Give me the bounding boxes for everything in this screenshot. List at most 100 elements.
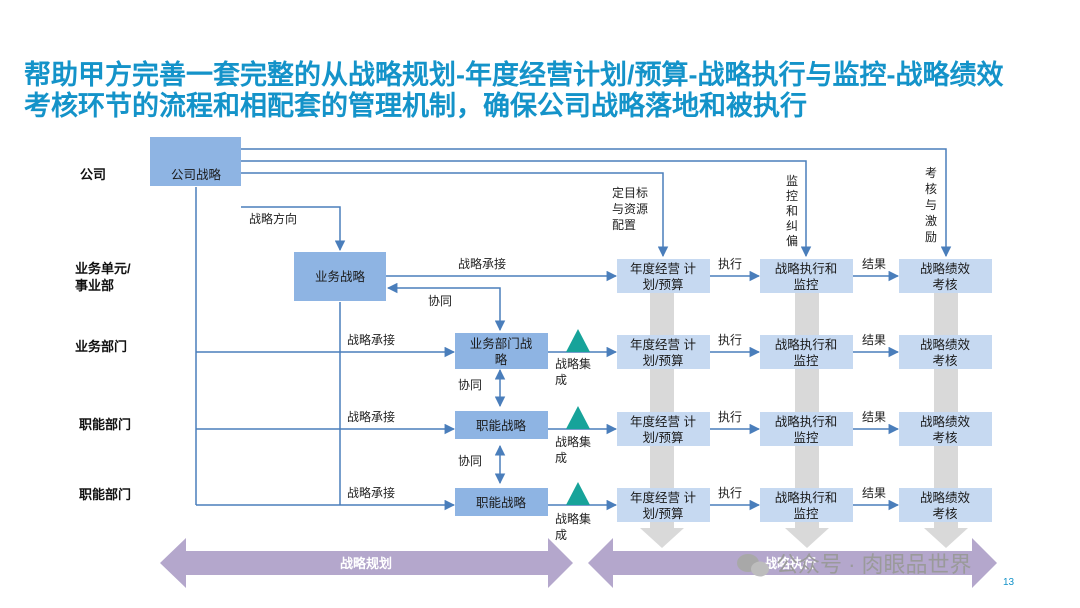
page-number: 13 bbox=[1003, 577, 1015, 588]
review-box-bu-2: 考核 bbox=[932, 278, 958, 292]
box-company-strategy: 公司战略 bbox=[150, 137, 241, 186]
watermark-text: 公众号 · 肉眼品世界 bbox=[776, 552, 972, 577]
banner-execution bbox=[588, 538, 997, 588]
label-result-func1: 结果 bbox=[862, 410, 886, 424]
label-target-3: 配置 bbox=[612, 218, 636, 232]
plan-box-dept-1: 年度经营 计 bbox=[630, 337, 696, 352]
label-review-2: 核 bbox=[925, 182, 937, 196]
box-dept-strategy-label-1: 业务部门战 bbox=[470, 336, 533, 351]
label-monitor-4: 纠 bbox=[786, 219, 798, 233]
plan-box-dept-2: 划/预算 bbox=[643, 353, 684, 368]
row-labels: 公司 业务单元/ 事业部 业务部门 职能部门 职能部门 bbox=[75, 167, 131, 502]
triangle-dept bbox=[566, 329, 590, 352]
label-execute-dept: 执行 bbox=[718, 333, 742, 347]
title-line-2: 考核环节的流程和相配套的管理机制，确保公司战略落地和被执行 bbox=[24, 91, 807, 121]
banner-execution-label: 战略执行 bbox=[764, 556, 816, 571]
box-dept-strategy-label-2: 略 bbox=[495, 352, 508, 367]
exec-box-dept-1: 战略执行和 bbox=[775, 337, 838, 352]
exec-box-bu-1: 战略执行和 bbox=[775, 261, 838, 276]
label-execute-func1: 执行 bbox=[718, 410, 742, 424]
label-monitor-3: 和 bbox=[786, 204, 798, 218]
label-integrate-func1-2: 成 bbox=[555, 451, 567, 465]
label-direction: 战略方向 bbox=[249, 211, 297, 226]
label-inherit-func2: 战略承接 bbox=[347, 485, 395, 500]
box-func-strategy-2: 职能战略 bbox=[455, 488, 548, 516]
review-box-dept-1: 战略绩效 bbox=[920, 337, 971, 352]
watermark: 公众号 · 肉眼品世界 bbox=[737, 552, 972, 577]
plan-box-func2-1: 年度经营 计 bbox=[630, 490, 696, 505]
label-coordinate-dept: 协同 bbox=[458, 377, 482, 392]
line-bu-dept-coordinate bbox=[386, 282, 506, 332]
label-monitor-2: 控 bbox=[786, 189, 798, 203]
line-company-to-exec bbox=[241, 160, 812, 258]
triangle-func2 bbox=[566, 482, 590, 505]
exec-box-func2-1: 战略执行和 bbox=[775, 490, 838, 505]
review-box-func2-1: 战略绩效 bbox=[920, 490, 971, 505]
box-company-strategy-label: 公司战略 bbox=[171, 167, 222, 182]
box-dept-strategy: 业务部门战 略 bbox=[455, 333, 548, 369]
review-box-func1-2: 考核 bbox=[932, 431, 958, 445]
label-integrate-dept-1: 战略集 bbox=[555, 356, 591, 371]
label-result-dept: 结果 bbox=[862, 333, 886, 347]
box-func-strategy-2-label: 职能战略 bbox=[476, 495, 527, 510]
label-review-1: 考 bbox=[925, 166, 937, 180]
row-label-bu-2: 事业部 bbox=[75, 278, 114, 293]
label-integrate-func2-1: 战略集 bbox=[555, 511, 591, 526]
phase-banners: 战略规划 战略执行 bbox=[160, 538, 997, 588]
row-label-func-2: 职能部门 bbox=[79, 487, 131, 502]
box-bu-strategy-label: 业务战略 bbox=[315, 269, 366, 284]
box-bu-strategy: 业务战略 bbox=[294, 252, 386, 301]
title-line-1: 帮助甲方完善一套完整的从战略规划-年度经营计划/预算-战略执行与监控-战略绩效 bbox=[24, 60, 1004, 90]
banner-planning bbox=[160, 538, 573, 588]
exec-box-func1-1: 战略执行和 bbox=[775, 414, 838, 429]
plan-box-bu-2: 划/预算 bbox=[643, 277, 684, 292]
review-box-func1-1: 战略绩效 bbox=[920, 414, 971, 429]
label-monitor-5: 偏 bbox=[786, 233, 798, 248]
flow-labels: 战略方向 战略承接 协同 战略承接 战略承接 战略承接 协同 协同 战略集 成 … bbox=[249, 166, 937, 542]
plan-box-func1-2: 划/预算 bbox=[643, 430, 684, 445]
integration-triangles bbox=[566, 329, 590, 505]
wechat-icon bbox=[737, 554, 769, 577]
plan-box-func1-1: 年度经营 计 bbox=[630, 414, 696, 429]
banner-planning-label: 战略规划 bbox=[340, 556, 392, 571]
label-target-1: 定目标 bbox=[612, 185, 648, 200]
exec-box-dept-2: 监控 bbox=[793, 354, 819, 368]
row-label-func-1: 职能部门 bbox=[79, 417, 131, 432]
label-coordinate-bu: 协同 bbox=[428, 293, 452, 308]
row-label-company: 公司 bbox=[80, 167, 106, 182]
label-execute-bu: 执行 bbox=[718, 257, 742, 271]
label-review-4: 激 bbox=[925, 214, 937, 228]
label-inherit-dept: 战略承接 bbox=[347, 332, 395, 347]
line-company-to-plan bbox=[241, 172, 669, 258]
label-integrate-dept-2: 成 bbox=[555, 373, 567, 387]
label-inherit-func1: 战略承接 bbox=[347, 409, 395, 424]
label-review-3: 与 bbox=[925, 198, 937, 212]
row-label-bu-1: 业务单元/ bbox=[75, 261, 131, 276]
exec-box-func2-2: 监控 bbox=[793, 507, 819, 521]
review-box-dept-2: 考核 bbox=[932, 354, 958, 368]
label-target-2: 与资源 bbox=[612, 202, 648, 216]
label-result-func2: 结果 bbox=[862, 486, 886, 500]
plan-box-bu-1: 年度经营 计 bbox=[630, 261, 696, 276]
label-monitor-1: 监 bbox=[786, 174, 798, 188]
line-company-to-review bbox=[241, 148, 952, 258]
label-review-5: 励 bbox=[925, 230, 937, 244]
exec-box-func1-2: 监控 bbox=[793, 431, 819, 445]
label-result-bu: 结果 bbox=[862, 257, 886, 271]
label-inherit-bu: 战略承接 bbox=[458, 256, 506, 271]
review-boxes: 战略绩效 考核 战略绩效 考核 战略绩效 考核 战略绩效 考核 bbox=[899, 259, 992, 522]
triangle-func1 bbox=[566, 406, 590, 429]
line-strategy-direction bbox=[241, 206, 346, 252]
plan-box-func2-2: 划/预算 bbox=[643, 506, 684, 521]
box-func-strategy-1-label: 职能战略 bbox=[476, 418, 527, 433]
plan-boxes: 年度经营 计 划/预算 年度经营 计 划/预算 年度经营 计 划/预算 年度经营… bbox=[617, 259, 710, 522]
label-coordinate-func: 协同 bbox=[458, 453, 482, 468]
label-execute-func2: 执行 bbox=[718, 486, 742, 500]
box-func-strategy-1: 职能战略 bbox=[455, 411, 548, 439]
exec-boxes: 战略执行和 监控 战略执行和 监控 战略执行和 监控 战略执行和 监控 bbox=[760, 259, 853, 522]
label-integrate-func2-2: 成 bbox=[555, 528, 567, 542]
connectors bbox=[195, 148, 952, 511]
row-label-dept: 业务部门 bbox=[75, 339, 127, 354]
review-box-func2-2: 考核 bbox=[932, 507, 958, 521]
